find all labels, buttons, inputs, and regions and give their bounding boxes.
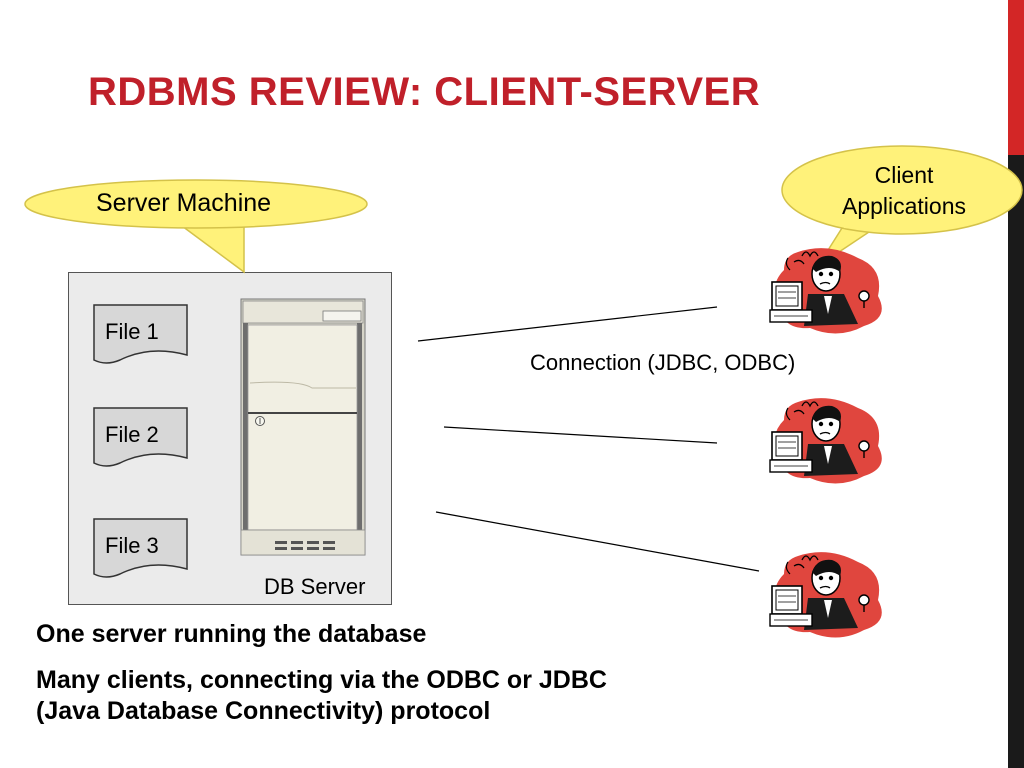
bullet-many-clients-line-1: Many clients, connecting via the ODBC or…: [36, 666, 607, 694]
file-3-label: File 3: [105, 533, 159, 558]
file-1-shape: [93, 304, 188, 364]
server-tower-icon: [240, 298, 366, 556]
server-machine-callout: [24, 179, 368, 274]
client-applications-label: Client Applications: [826, 160, 982, 222]
edge-bar-red: [1008, 0, 1024, 155]
edge-bar-dark: [1008, 155, 1024, 768]
client-1-user-at-computer-icon: [769, 247, 883, 335]
connection-line-2: [443, 426, 718, 444]
client-3-user-at-computer-icon: [769, 551, 883, 639]
file-2-shape: [93, 407, 188, 467]
file-3-shape: [93, 518, 188, 578]
client-label-line-2: Applications: [841, 193, 967, 219]
bullet-many-clients-line-2: (Java Database Connectivity) protocol: [36, 697, 491, 725]
server-machine-label: Server Machine: [96, 189, 272, 217]
bullet-one-server: One server running the database: [36, 620, 427, 648]
client-applications-callout: [781, 145, 1023, 267]
connection-line-3: [435, 511, 760, 572]
file-1-label: File 1: [105, 319, 159, 344]
db-server-label: DB Server: [264, 574, 366, 599]
client-label-line-1: Client: [874, 162, 934, 188]
slide-title: RDBMS REVIEW: CLIENT-SERVER: [88, 70, 761, 114]
file-2-label: File 2: [105, 422, 159, 447]
connection-line-1: [417, 306, 718, 342]
client-2-user-at-computer-icon: [769, 397, 883, 485]
connection-label: Connection (JDBC, ODBC): [530, 350, 796, 375]
